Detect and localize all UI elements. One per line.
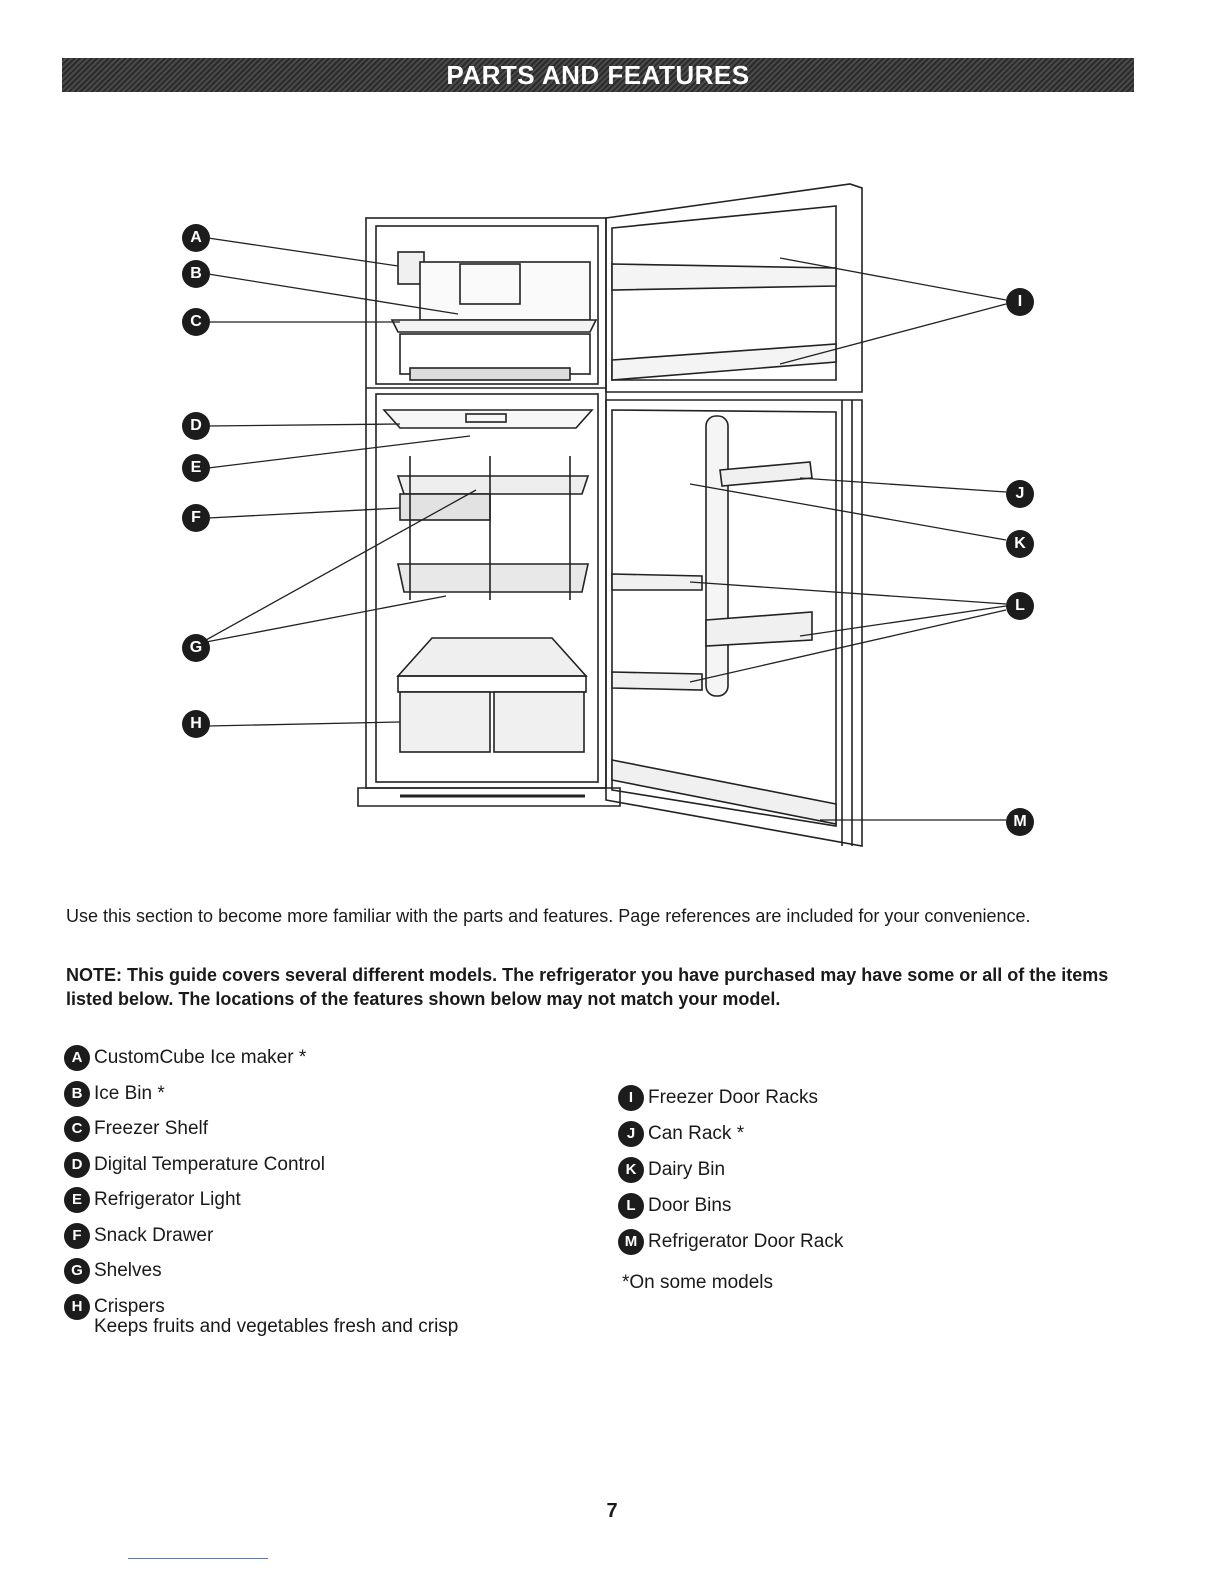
callout-g: G [182,634,210,662]
part-label: Door Bins [648,1195,732,1216]
part-letter-badge: J [618,1121,644,1147]
part-label: CustomCube Ice maker * [94,1047,307,1068]
part-label: Ice Bin * [94,1082,165,1104]
part-label: Refrigerator Light [94,1189,241,1210]
part-letter-badge: M [618,1229,644,1255]
part-label: Can Rack * [648,1123,745,1144]
callout-i: I [1006,288,1034,316]
part-letter-badge: G [64,1258,90,1284]
callout-e: E [182,454,210,482]
part-label: Shelves [94,1260,162,1281]
callout-d: D [182,412,210,440]
callout-j: J [1006,480,1034,508]
part-label: Crispers [94,1295,165,1317]
callout-a: A [182,224,210,252]
part-letter-badge: L [618,1193,644,1219]
model-note: NOTE: This guide covers several differen… [66,965,1109,1009]
callout-h: H [182,710,210,738]
section-title: PARTS AND FEATURES [446,59,750,90]
footer-rule [128,1558,268,1559]
part-letter-badge: H [64,1293,90,1320]
footnote: *On some models [622,1272,774,1293]
part-description: Keeps fruits and vegetables fresh and cr… [94,1315,459,1337]
part-label: Digital Temperature Control [94,1153,325,1175]
part-letter-badge: D [64,1151,90,1178]
callout-f: F [182,504,210,532]
callout-c: C [182,308,210,336]
part-label: Snack Drawer [94,1224,214,1246]
part-letter-badge: I [618,1085,644,1111]
part-letter-badge: E [64,1187,90,1213]
callout-k: K [1006,530,1034,558]
refrigerator-diagram: A B C D E F G H I J K L M [182,183,1034,847]
callout-b: B [182,260,210,288]
callout-l: L [1006,592,1034,620]
refrigerator-illustration [205,183,1007,847]
part-label: Refrigerator Door Rack [648,1231,844,1252]
part-letter-badge: C [64,1116,90,1142]
page-number: 7 [606,1500,618,1522]
part-letter-badge: K [618,1157,644,1183]
part-letter-badge: B [64,1080,90,1107]
part-label: Freezer Shelf [94,1118,209,1139]
part-label: Dairy Bin [648,1159,726,1180]
part-letter-badge: F [64,1222,90,1249]
part-letter-badge: A [64,1045,90,1071]
section-header-banner: PARTS AND FEATURES [62,58,1134,92]
intro-paragraph: Use this section to become more familiar… [66,906,1031,926]
callout-m: M [1006,808,1034,836]
part-label: Freezer Door Racks [648,1087,818,1108]
